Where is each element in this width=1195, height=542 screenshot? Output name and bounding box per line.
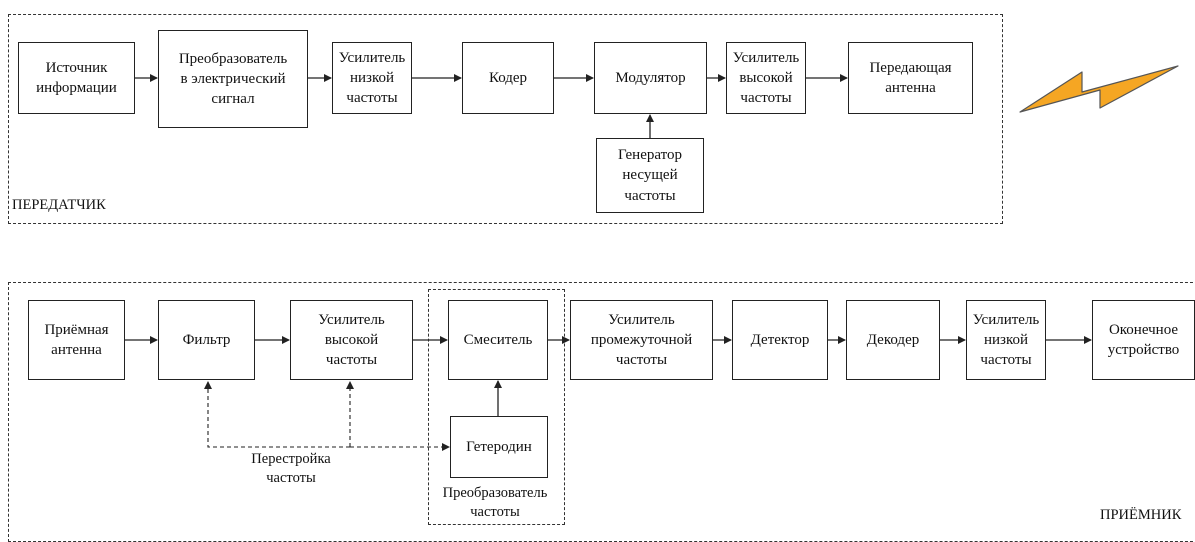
receiver-label: ПРИЁМНИК	[1100, 507, 1182, 523]
rx-terminal-block: Оконечное устройство	[1092, 300, 1195, 380]
rx-if-amp-block: Усилитель промежуточной частоты	[570, 300, 713, 380]
rx-detector-block: Детектор	[732, 300, 828, 380]
rx-decoder-block: Декодер	[846, 300, 940, 380]
tx-modulator-block: Модулятор	[594, 42, 707, 114]
frequency-tuning-label: Перестройка частоты	[251, 451, 331, 486]
tuning-line-main	[204, 381, 350, 448]
tx-coder-block: Кодер	[462, 42, 554, 114]
transmitter-label: ПЕРЕДАТЧИК	[12, 197, 106, 213]
rx-local-oscillator-block: Гетеродин	[450, 416, 548, 478]
tx-source-block: Источник информации	[18, 42, 135, 114]
frequency-converter-frame	[428, 289, 565, 525]
rx-antenna-block: Приёмная антенна	[28, 300, 125, 380]
rx-mixer-block: Смеситель	[448, 300, 548, 380]
connection-lines	[125, 65, 1179, 451]
tx-carrier-generator-block: Генератор несущей частоты	[596, 138, 704, 213]
rx-lf-amp-block: Усилитель низкой частоты	[966, 300, 1046, 380]
rx-hf-amp-block: Усилитель высокой частоты	[290, 300, 413, 380]
frequency-converter-label: Преобразователь частоты	[442, 485, 548, 520]
tx-converter-block: Преобразователь в электрический сигнал	[158, 30, 308, 128]
tx-lf-amp-block: Усилитель низкой частоты	[332, 42, 412, 114]
tx-hf-amp-block: Усилитель высокой частоты	[726, 42, 806, 114]
tx-antenna-block: Передающая антенна	[848, 42, 973, 114]
radio-link-lightning-icon	[1019, 65, 1179, 113]
transmitter-frame	[8, 14, 1003, 224]
rx-filter-block: Фильтр	[158, 300, 255, 380]
